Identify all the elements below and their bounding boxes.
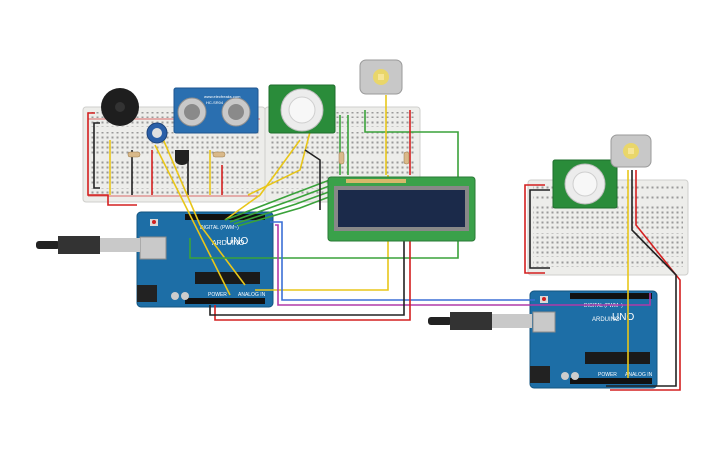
wire-yellow-mid (224, 139, 301, 221)
right-arduino-analog-header: ANALOG IN (625, 372, 653, 378)
right-arduino-digital-header: DIGITAL (PWM~) (584, 303, 623, 309)
piezo-buzzer[interactable] (101, 88, 139, 126)
wire-blue (270, 221, 535, 301)
temperature-sensor[interactable] (175, 150, 189, 165)
wire-black-left-rail (93, 122, 100, 189)
wire-black-top (304, 149, 321, 210)
wire-black-right-motor (606, 170, 677, 387)
resistor-4 (403, 151, 410, 165)
ultrasonic-brand-label: www.elecfreaks.com (204, 94, 241, 99)
right-arduino-model-label: UNO (612, 312, 634, 323)
ultrasonic-sensor[interactable]: www.elecfreaks.com HC-SR04 (173, 87, 259, 134)
resistor-1 (127, 151, 141, 158)
wire-yellow-pir (247, 131, 311, 196)
resistor-3 (338, 151, 345, 165)
wire-red-right-motor (610, 170, 681, 391)
left-arduino-model-label: UNO (226, 236, 248, 247)
wire-red-left-rail (87, 112, 137, 206)
left-arduino-digital-header: DIGITAL (PWM~) (200, 225, 239, 231)
left-arduino-power-header: POWER (208, 292, 227, 298)
wire-red-lcd (214, 240, 411, 321)
wire-red-right-rail (524, 184, 545, 274)
left-arduino-analog-header: ANALOG IN (238, 292, 266, 298)
right-pir-sensor[interactable] (552, 159, 618, 209)
left-arduino-brand-label: ARDUINO (212, 240, 245, 247)
right-usb-cable (428, 312, 532, 330)
lcd-display[interactable] (327, 176, 476, 242)
left-usb-cable (36, 236, 140, 254)
wire-purple (275, 224, 651, 306)
wire-black-lcd (209, 240, 405, 316)
resistors (127, 151, 410, 165)
left-dc-motor[interactable] (359, 59, 403, 95)
wire-green-2 (229, 181, 341, 223)
left-arduino-board[interactable]: ARDUINO UNO DIGITAL (PWM~) POWER ANALOG … (136, 211, 274, 308)
right-arduino-power-header: POWER (598, 372, 617, 378)
wire-black-right-rail (529, 189, 550, 269)
resistor-2 (212, 151, 226, 158)
ultrasonic-model-label: HC-SR04 (206, 100, 224, 105)
right-arduino-brand-label: ARDUINO (592, 317, 620, 323)
wire-yellow-buzzer (154, 144, 231, 296)
wire-yellow-pot (159, 131, 246, 286)
right-dc-motor[interactable] (610, 134, 652, 168)
right-arduino-board[interactable]: ARDUINO UNO DIGITAL (PWM~) POWER ANALOG … (529, 290, 658, 389)
potentiometer[interactable] (146, 122, 168, 144)
left-pir-sensor[interactable] (268, 84, 336, 134)
